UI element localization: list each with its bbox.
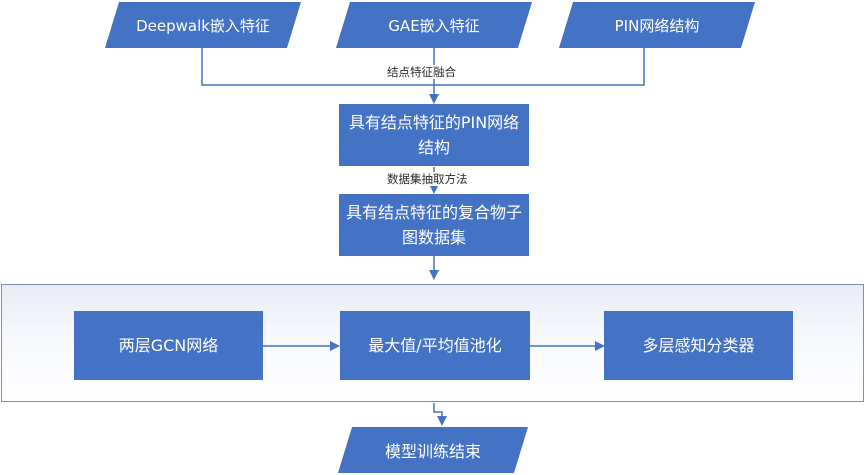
fusion-edge-label: 结点特征融合: [384, 65, 459, 79]
deepwalk-feature-label: Deepwalk嵌入特征: [136, 16, 270, 35]
pin-with-features-label: 具有结点特征的PIN网络结构: [348, 113, 520, 157]
mlp-classifier-node: 多层感知分类器: [604, 311, 793, 380]
pin-structure-label: PIN网络结构: [614, 16, 700, 35]
gae-feature-label: GAE嵌入特征: [388, 16, 480, 35]
pin-with-features-node: 具有结点特征的PIN网络结构: [339, 104, 529, 166]
extraction-edge-label: 数据集抽取方法: [384, 172, 471, 186]
gcn-node: 两层GCN网络: [74, 311, 263, 380]
connector-deepwalk-to-merge: [201, 47, 434, 86]
compound-graph-dataset-label: 具有结点特征的复合物子图数据集: [345, 203, 522, 247]
compound-graph-dataset-node: 具有结点特征的复合物子图数据集: [339, 194, 529, 256]
pooling-label: 最大值/平均值池化: [368, 336, 502, 355]
training-end-label: 模型训练结束: [384, 442, 481, 461]
mlp-classifier-label: 多层感知分类器: [642, 336, 755, 355]
gcn-label: 两层GCN网络: [118, 336, 219, 355]
connector-pin-to-merge: [434, 47, 645, 86]
pooling-node: 最大值/平均值池化: [340, 311, 530, 380]
connector-model-to-end: [433, 403, 447, 426]
